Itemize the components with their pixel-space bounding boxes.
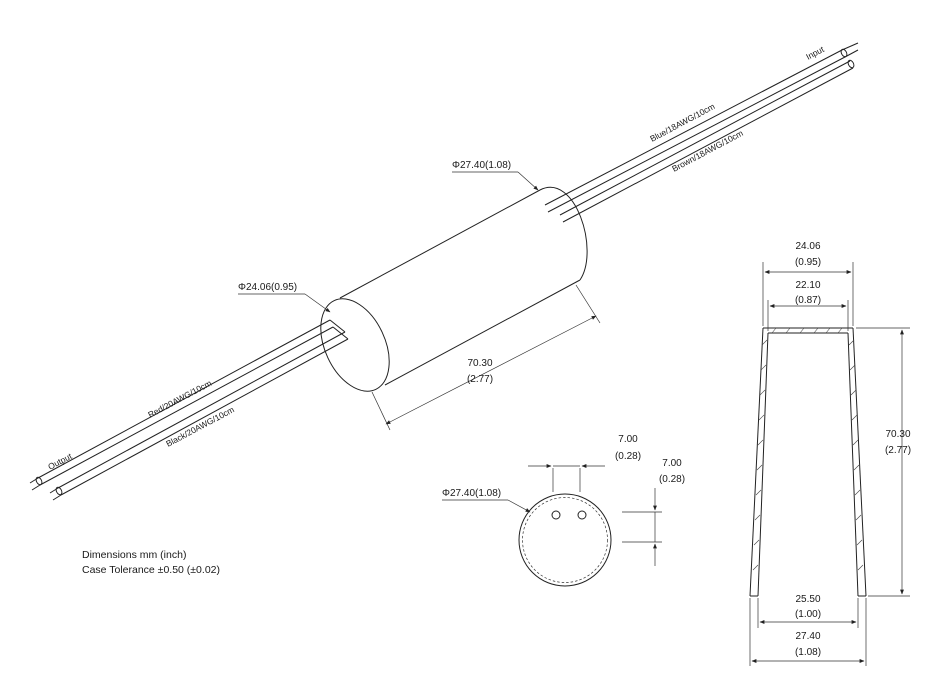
output-wires xyxy=(29,319,349,501)
input-label: Input xyxy=(804,44,826,62)
length-mm: 70.30 xyxy=(467,358,492,369)
section-top-inner-mm: 22.10 xyxy=(795,280,820,291)
body-diameter-callout: Φ27.40(1.08) xyxy=(452,160,511,171)
section-bottom-inner-mm: 25.50 xyxy=(795,594,820,605)
input-wires xyxy=(544,42,859,223)
red-wire-label: Red/20AWG/10cm xyxy=(146,378,213,420)
pin-spacing-h-mm: 7.00 xyxy=(618,434,638,445)
section-height-mm: 70.30 xyxy=(885,429,910,440)
end-view-diameter-callout: Φ27.40(1.08) xyxy=(442,488,501,499)
drawing-notes: Dimensions mm (inch) Case Tolerance ±0.5… xyxy=(82,549,220,576)
section-view: 24.06 (0.95) 22.10 (0.87) 70.30 (2.77) 2… xyxy=(749,241,911,666)
end-view-outer-circle xyxy=(518,493,612,587)
end-diameter-callout: Φ24.06(0.95) xyxy=(238,282,297,293)
section-bottom-outer-in: (1.08) xyxy=(795,647,821,658)
pin-spacing-v-in: (0.28) xyxy=(659,474,685,485)
note-units: Dimensions mm (inch) xyxy=(82,549,186,561)
section-hatching xyxy=(752,327,864,571)
isometric-view: Input Blue/18AWG/10cm Brown/18AWG/10cm O… xyxy=(29,42,859,501)
capacitor-body xyxy=(320,186,588,392)
section-top-outer-mm: 24.06 xyxy=(795,241,820,252)
pin-spacing-h-in: (0.28) xyxy=(615,451,641,462)
section-bottom-inner-in: (1.00) xyxy=(795,609,821,620)
terminal-left xyxy=(551,510,561,520)
section-height-in: (2.77) xyxy=(885,445,911,456)
section-top-outer-in: (0.95) xyxy=(795,257,821,268)
terminal-right xyxy=(577,510,587,520)
pin-spacing-v-mm: 7.00 xyxy=(662,458,682,469)
note-tolerance: Case Tolerance ±0.50 (±0.02) xyxy=(82,564,220,576)
length-in: (2.77) xyxy=(467,374,493,385)
section-bottom-outer-mm: 27.40 xyxy=(795,631,820,642)
section-top-inner-in: (0.87) xyxy=(795,295,821,306)
end-view: 7.00 (0.28) 7.00 (0.28) Φ27.40(1.08) xyxy=(442,434,685,587)
